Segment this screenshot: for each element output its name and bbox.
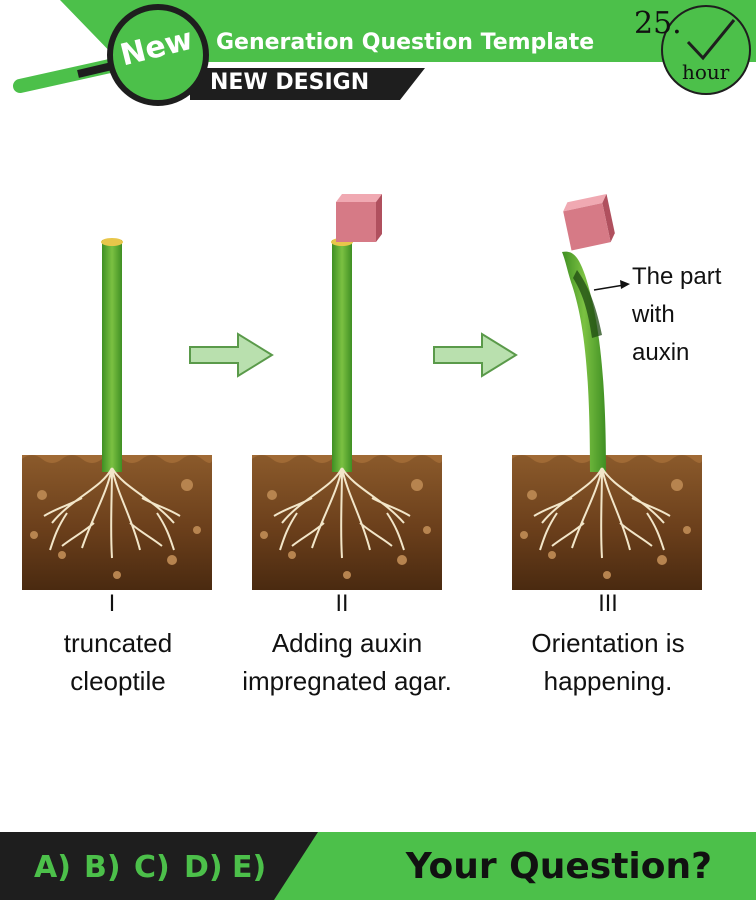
header-title: Generation Question Template (216, 30, 595, 55)
stage-1-numeral: I (108, 592, 116, 617)
header-dark-strip (190, 68, 425, 100)
footer-banner: A) B) C) D) E) Your Question? (0, 832, 756, 900)
stage-3-caption-line-2: happening. (543, 666, 673, 696)
stage-2-plant (252, 194, 442, 590)
stage-2-stem (332, 240, 352, 472)
option-c[interactable]: C) (134, 850, 170, 885)
timer-number: 25. (634, 6, 682, 41)
annotation-text: The part with auxin (632, 258, 752, 372)
annotation-arrowhead-icon (620, 280, 630, 289)
diagram-illustration (22, 193, 702, 590)
footer-graphic (0, 832, 756, 900)
stage-3-numeral: III (598, 592, 618, 617)
stage-2-caption-line-1: Adding auxin (271, 628, 423, 658)
magnifier-neck (77, 62, 113, 78)
stage-3-caption: Orientation is happening. (498, 624, 718, 700)
stage-3-caption-line-1: Orientation is (531, 628, 685, 658)
arrow-2-icon (433, 332, 518, 378)
header-graphic (13, 0, 756, 106)
stage-1-caption-line-2: cleoptile (70, 666, 166, 696)
stage-2-numeral: II (335, 592, 349, 617)
auxin-diagram: The part with auxin I truncated cleoptil… (0, 110, 756, 830)
header-banner: New Generation Question Template NEW DES… (0, 0, 756, 110)
annotation-line-3: auxin (632, 339, 690, 366)
option-b[interactable]: B) (84, 850, 121, 885)
agar-block-icon (336, 194, 382, 242)
stage-1-caption-line-1: truncated (63, 628, 173, 658)
option-d[interactable]: D) (184, 850, 223, 885)
stage-1-stem (102, 240, 122, 472)
stage-1-plant (22, 238, 212, 590)
agar-block-tilted-icon (563, 193, 615, 251)
header-green-band (60, 0, 756, 62)
annotation-line-1: The part (632, 263, 722, 290)
question-prompt: Your Question? (405, 846, 712, 887)
stage-2-caption-line-2: impregnated agar. (242, 666, 452, 696)
checkmark-icon (686, 19, 736, 61)
annotation-pointer (593, 284, 625, 291)
footer-dark-band (0, 832, 318, 900)
option-e[interactable]: E) (232, 850, 267, 885)
stage-2-caption: Adding auxin impregnated agar. (222, 624, 472, 700)
magnifier-icon (107, 4, 209, 106)
stage-1-caption: truncated cleoptile (18, 624, 218, 700)
option-a[interactable]: A) (34, 850, 71, 885)
stage-1-cut-tip (101, 238, 123, 246)
stage-3-bent-stem (562, 251, 606, 472)
stage-3-plant (512, 193, 702, 590)
auxin-region (573, 270, 602, 338)
header-subtitle: NEW DESIGN (210, 70, 370, 95)
arrow-1-icon (189, 332, 274, 378)
timer-unit: hour (682, 60, 730, 84)
annotation-line-2: with (632, 301, 675, 328)
